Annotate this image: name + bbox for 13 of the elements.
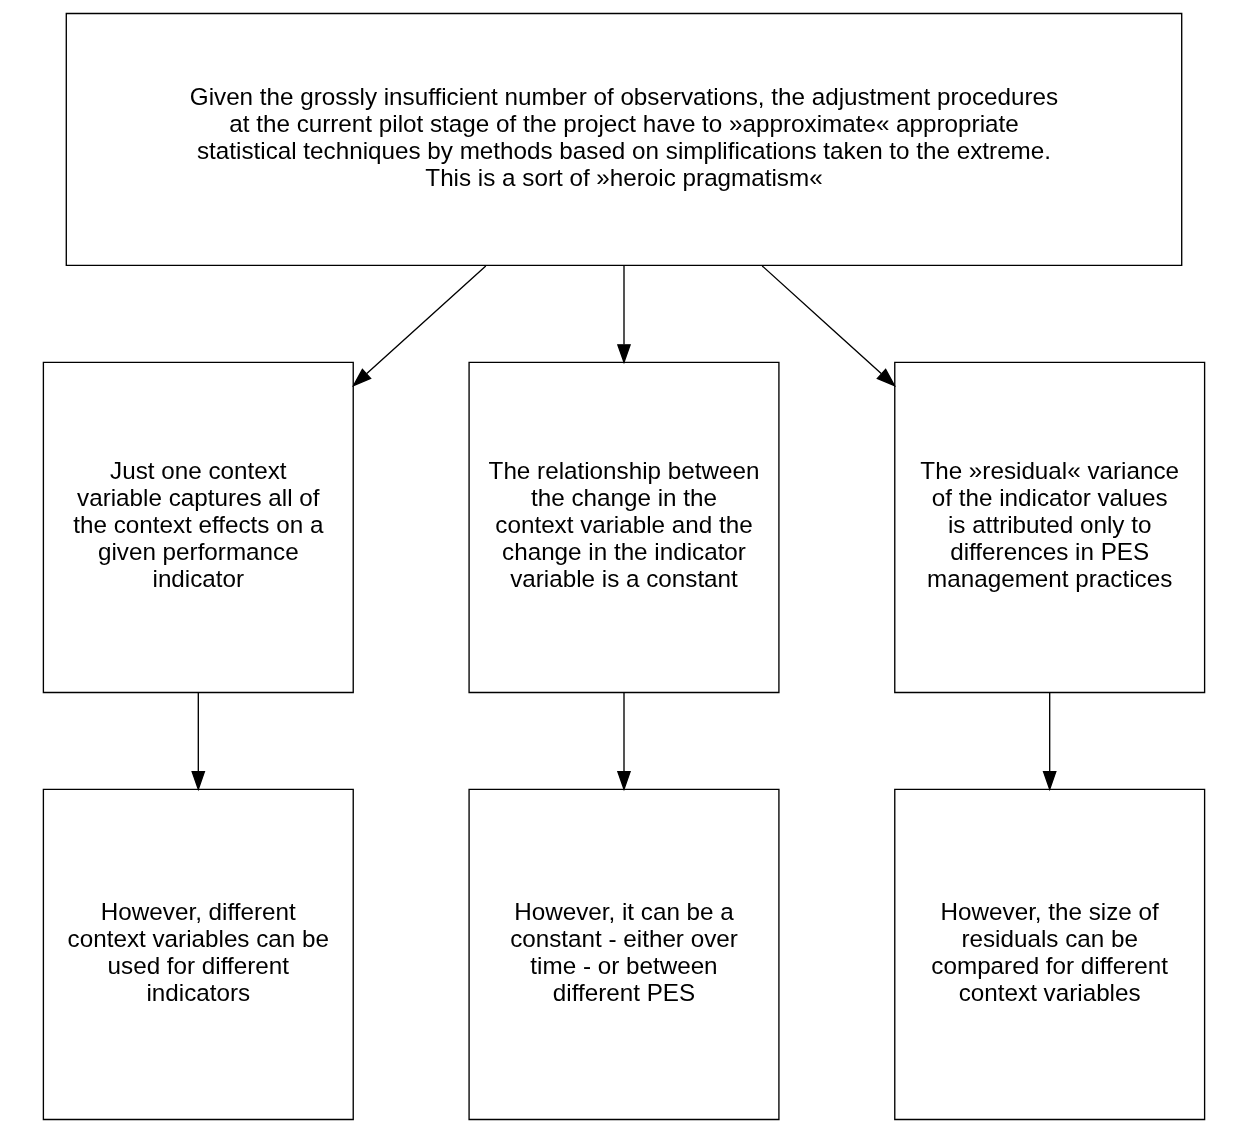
arrow (761, 265, 896, 387)
node-box: The »residual« variance of the indicator values is attributed only to differences in PES management practices (894, 361, 1206, 694)
arrow (616, 692, 632, 792)
arrow (616, 265, 632, 365)
arrow (1042, 692, 1057, 792)
node-box: Just one context variable captures all of the context effects on a given performance indicator (42, 361, 354, 694)
node-box: However, it can be a constant - either over time - or between different PES (468, 788, 780, 1121)
node-box: The relationship between the change in the context variable and the change in the indicator variable is a constant (468, 361, 780, 694)
arrow (191, 692, 206, 792)
arrow (352, 265, 487, 387)
node-box: Given the grossly insufficient number of observations, the adjustment procedures at the current pilot stage of the project have to »approximate« appropriate statistical techniques by methods based on simplifications taken to the extreme. This is a sort of »heroic pragmatism« (65, 12, 1183, 267)
node-box: However, different context variables can be used for different indicators (42, 788, 354, 1121)
node-box: However, the size of residuals can be compared for different context variables (894, 788, 1206, 1121)
